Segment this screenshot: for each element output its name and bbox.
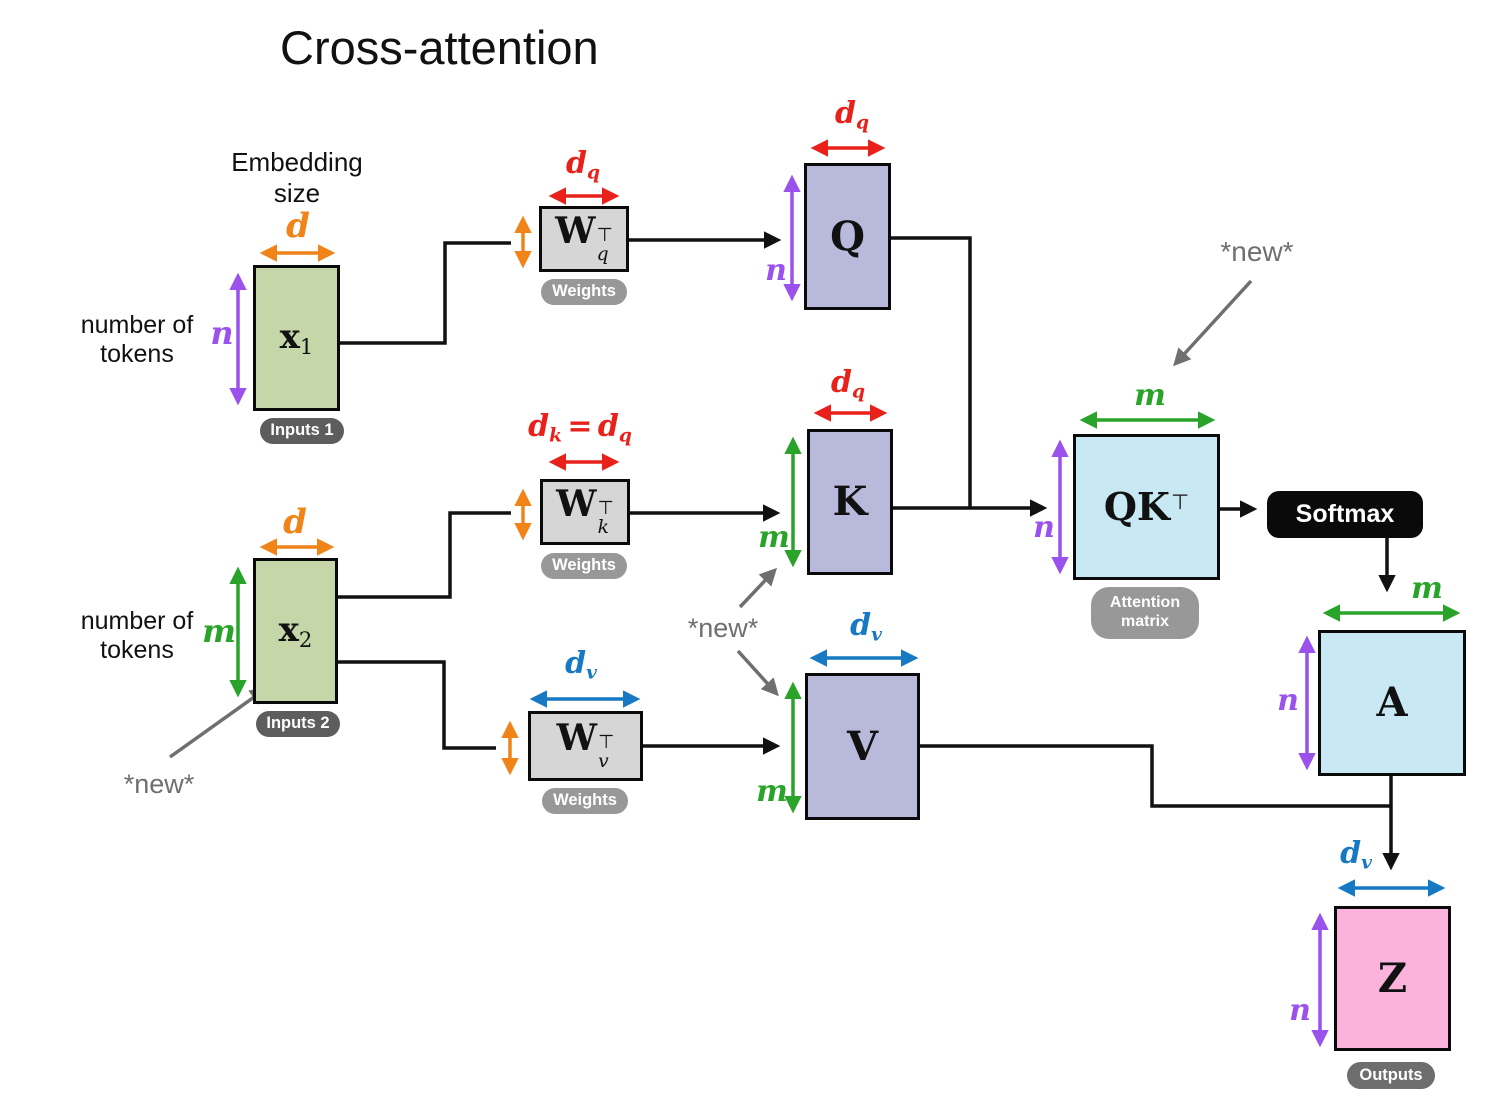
dim-label-dv-v: dv: [850, 607, 882, 646]
dim-label-dv-z: dv: [1340, 835, 1372, 874]
wv-label: W⊤v: [556, 717, 615, 772]
qkt-matrix-block: QK⊤: [1073, 434, 1220, 580]
connector-x1-to-wq: [340, 241, 511, 345]
annotation-arrow-new-v: [736, 649, 779, 697]
dim-label-dv-wv: dv: [565, 645, 597, 684]
number-of-tokens-label-x2: number of tokens: [80, 607, 194, 664]
attention-matrix-badge: Attention matrix: [1091, 587, 1199, 639]
dim-label-m-x2: m: [202, 612, 236, 650]
wv-weight-block: W⊤v: [528, 711, 643, 781]
annotation-arrow-new-k: [738, 567, 778, 609]
annotation-arrow-new-qkt: [1173, 279, 1253, 367]
dim-label-m-a: m: [1411, 571, 1443, 606]
qkt-label: QK⊤: [1103, 484, 1190, 529]
connector-x2-to-wv: [338, 660, 496, 750]
softmax-box: Softmax: [1267, 491, 1423, 538]
q-matrix-block: Q: [804, 163, 891, 310]
weights-badge-v: Weights: [542, 788, 628, 814]
dim-label-n-a: n: [1277, 683, 1299, 718]
k-matrix-block: K: [807, 429, 893, 575]
dim-label-m-k: m: [758, 520, 790, 555]
dim-label-n-qkt: n: [1033, 510, 1055, 545]
dim-label-d-x2: d: [283, 502, 307, 542]
dim-label-d-x1: d: [286, 206, 310, 246]
new-annotation-kv: *new*: [687, 613, 759, 643]
dim-label-n-x1: n: [210, 314, 234, 352]
a-matrix-block: A: [1318, 630, 1466, 776]
wk-label: W⊤k: [556, 483, 614, 538]
dim-label-dq-wq: dq: [566, 145, 600, 184]
k-label: K: [832, 478, 868, 525]
dim-label-dq-k: dq: [831, 364, 865, 403]
dim-label-m-v: m: [756, 774, 788, 809]
embedding-size-label: Embedding size: [231, 147, 363, 208]
a-label: A: [1376, 679, 1408, 726]
x2-label: x2: [278, 609, 313, 652]
wq-weight-block: W⊤q: [539, 206, 629, 272]
softmax-label: Softmax: [1295, 500, 1395, 528]
annotation-arrow-new-x2: [168, 687, 268, 759]
new-annotation-x2: *new*: [123, 769, 195, 799]
outputs-badge: Outputs: [1347, 1062, 1435, 1089]
z-output-block: Z: [1334, 906, 1451, 1051]
connector-v-out: [920, 744, 1391, 808]
x1-label: x1: [279, 316, 314, 359]
x2-input-block: x2: [253, 558, 338, 704]
wk-weight-block: W⊤k: [540, 479, 630, 545]
v-matrix-block: V: [805, 673, 920, 820]
page-title: Cross-attention: [280, 21, 599, 74]
z-label: Z: [1377, 954, 1408, 1002]
connector-q-out: [891, 236, 972, 508]
dim-label-m-qkt: m: [1134, 378, 1166, 413]
q-label: Q: [830, 212, 865, 260]
inputs1-badge: Inputs 1: [260, 418, 344, 444]
connector-x2-to-wk: [338, 511, 511, 599]
dim-label-n-q: n: [765, 253, 787, 288]
new-annotation-qkt: *new*: [1220, 236, 1294, 267]
v-label: V: [846, 722, 879, 770]
x1-input-block: x1: [253, 265, 340, 411]
weights-badge-k: Weights: [541, 553, 627, 579]
dim-label-dk-eq-dq-wk: dk=dq: [528, 408, 632, 447]
wq-label: W⊤q: [555, 210, 613, 265]
dim-label-dq-q: dq: [835, 95, 869, 134]
dim-label-n-z: n: [1289, 993, 1311, 1028]
weights-badge-q: Weights: [541, 279, 627, 305]
number-of-tokens-label-x1: number of tokens: [80, 311, 194, 368]
inputs2-badge: Inputs 2: [256, 711, 340, 737]
